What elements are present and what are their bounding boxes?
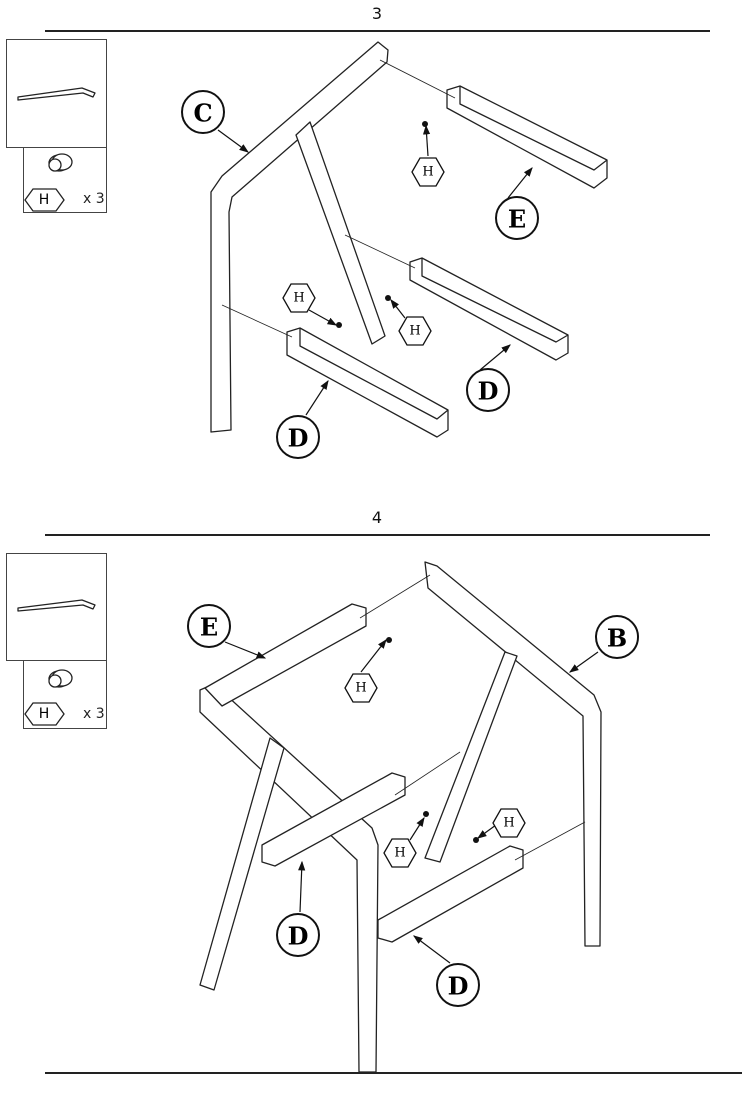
callout-d — [436, 963, 480, 1007]
callout-d — [276, 913, 320, 957]
step-3-divider — [45, 30, 710, 32]
hex-h-callout — [282, 283, 316, 313]
side-frame-c — [210, 41, 389, 433]
step-4-number: 4 — [371, 508, 383, 527]
step-3-number: 3 — [371, 4, 383, 23]
cam-bolt-icon — [48, 153, 73, 172]
bottom-divider — [45, 1072, 742, 1074]
side-frame-b — [424, 561, 602, 947]
callout-label: E — [200, 613, 218, 642]
callout-label: C — [193, 99, 212, 128]
callout-label: H — [394, 846, 405, 861]
hex-h-callout — [344, 673, 378, 703]
hex-h-callout — [492, 808, 526, 838]
callout-e — [495, 196, 539, 240]
hardware-h-tag-icon: H — [24, 188, 65, 212]
callout-label: D — [288, 424, 309, 453]
rail-d — [261, 772, 406, 867]
hardware-part-label: H — [39, 706, 50, 722]
callout-label: D — [448, 972, 469, 1001]
callout-arrows — [217, 124, 599, 964]
callout-label: E — [508, 205, 526, 234]
allen-key-icon — [17, 599, 96, 612]
cam-bolt-icon — [48, 669, 73, 688]
callout-label: H — [293, 291, 304, 306]
step-3-hardware-quantity: x 3 — [83, 191, 105, 207]
callout-label: H — [409, 324, 420, 339]
callout-label: D — [478, 377, 499, 406]
rail-d — [286, 327, 449, 438]
hex-h-callout — [411, 157, 445, 187]
callout-label: H — [355, 681, 366, 696]
callout-label: H — [503, 816, 514, 831]
step-4-divider — [45, 534, 710, 536]
allen-key-icon — [17, 87, 96, 101]
callout-label: B — [607, 624, 627, 653]
callout-b — [595, 615, 639, 659]
alignment-lines — [359, 574, 586, 861]
rail-e — [446, 85, 608, 189]
rail-d — [377, 845, 524, 943]
callout-c — [181, 90, 225, 134]
rail-d — [409, 257, 569, 361]
hex-h-callout — [398, 316, 432, 346]
hex-h-callout — [383, 838, 417, 868]
callout-e — [187, 604, 231, 648]
callout-d — [466, 368, 510, 412]
step-4-hardware-quantity: x 3 — [83, 706, 105, 722]
hardware-part-label: H — [39, 192, 50, 208]
callout-d — [276, 415, 320, 459]
alignment-lines — [221, 59, 456, 338]
hardware-h-tag-icon: H — [24, 702, 65, 726]
callout-label: H — [422, 165, 433, 180]
cam-bolt-dots — [336, 121, 479, 843]
front-frame — [199, 683, 379, 1073]
callout-label: D — [288, 922, 309, 951]
rail-e — [204, 603, 367, 707]
